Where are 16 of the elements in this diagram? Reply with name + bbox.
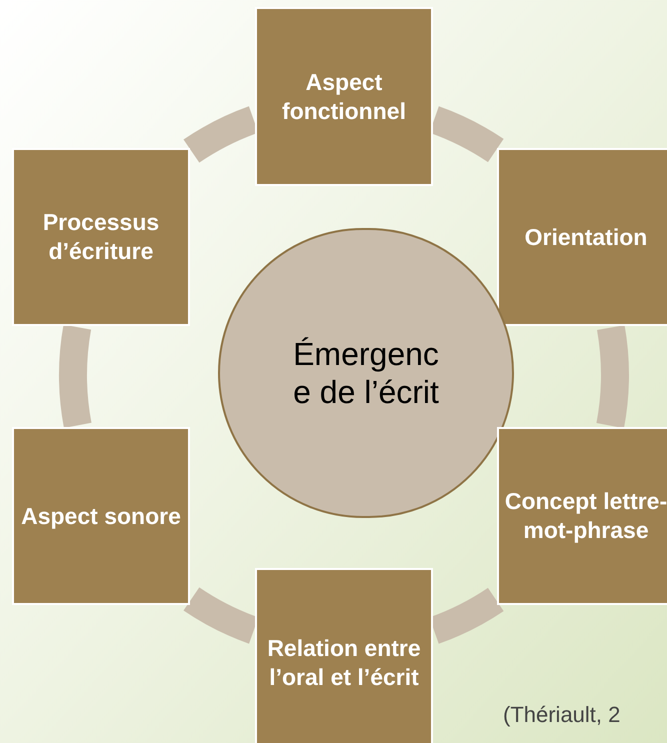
- cycle-arc: [59, 325, 92, 428]
- topic-label: Aspect fonctionnel: [281, 68, 407, 126]
- center-title: Émergenc e de l’écrit: [292, 334, 440, 412]
- topic-label: Processus d’écriture: [42, 208, 160, 266]
- topic-box: [497, 427, 667, 605]
- topic-label: Aspect sonore: [21, 502, 181, 530]
- topic-box: [255, 568, 433, 743]
- topic-box: [12, 148, 190, 326]
- topic-label: Concept lettre-mot-phrase: [504, 487, 667, 545]
- cycle-arc: [596, 326, 629, 428]
- topic-label: Relation entre l’oral et l’écrit: [266, 634, 422, 692]
- topic-box: [497, 148, 667, 326]
- citation: (Thériault, 2: [503, 701, 620, 729]
- topic-box: [12, 427, 190, 605]
- topic-box: [255, 7, 433, 186]
- topic-label: Orientation: [524, 222, 648, 252]
